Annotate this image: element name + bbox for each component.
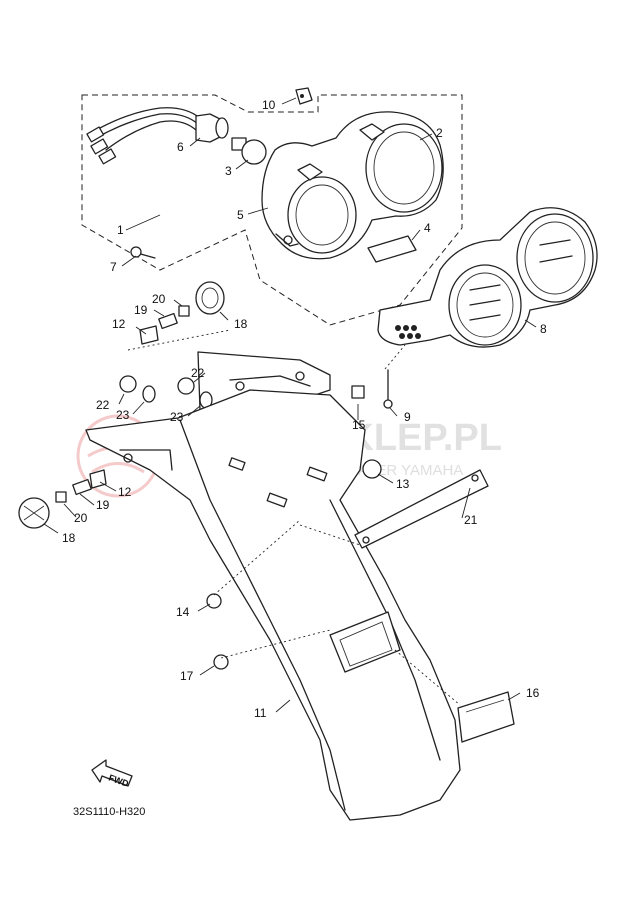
bolt-12-upper bbox=[139, 325, 159, 345]
outer-lens-cover bbox=[377, 207, 598, 348]
tail-light-housing bbox=[261, 111, 444, 260]
callout-3: 3 bbox=[225, 164, 232, 178]
connector-block bbox=[395, 325, 421, 339]
callout-18-lower: 18 bbox=[62, 531, 76, 545]
callout-10: 10 bbox=[262, 98, 276, 112]
callout-7: 7 bbox=[110, 260, 117, 274]
nut-20-upper bbox=[178, 305, 190, 317]
callout-19-upper: 19 bbox=[134, 303, 148, 317]
seal-pad bbox=[367, 235, 417, 263]
callout-23-left: 23 bbox=[116, 408, 130, 422]
callout-15: 15 bbox=[352, 418, 366, 432]
callout-20-upper: 20 bbox=[152, 292, 166, 306]
callout-12-upper: 12 bbox=[112, 317, 126, 331]
grommet-18-upper bbox=[195, 281, 225, 315]
callout-9: 9 bbox=[404, 410, 411, 424]
callout-17: 17 bbox=[180, 669, 194, 683]
callout-4: 4 bbox=[424, 221, 431, 235]
forward-arrow-icon: FWD bbox=[91, 759, 133, 789]
nut-17 bbox=[213, 654, 229, 670]
socket-harness bbox=[86, 107, 229, 165]
washer-23-left bbox=[142, 385, 156, 403]
callout-11: 11 bbox=[254, 706, 267, 720]
reflector-mount bbox=[329, 611, 401, 673]
nut-22-left bbox=[119, 375, 137, 393]
grommet-14 bbox=[206, 593, 222, 609]
collar-19-lower bbox=[72, 478, 92, 496]
leader-lines bbox=[43, 97, 537, 713]
bulb bbox=[231, 137, 267, 165]
screw-7 bbox=[130, 246, 156, 259]
callout-19-lower: 19 bbox=[96, 498, 110, 512]
assembly-lines bbox=[213, 344, 461, 706]
callout-6: 6 bbox=[177, 140, 184, 154]
callout-21: 21 bbox=[464, 513, 478, 527]
nut-13 bbox=[362, 459, 382, 479]
clip bbox=[295, 87, 313, 105]
callout-2: 2 bbox=[436, 126, 443, 140]
nut-22-right bbox=[177, 377, 195, 395]
callout-18-upper: 18 bbox=[234, 317, 248, 331]
clip-15 bbox=[351, 385, 365, 399]
callout-16: 16 bbox=[526, 686, 540, 700]
callout-12-lower: 12 bbox=[118, 485, 132, 499]
assembly-1-outline bbox=[81, 94, 463, 326]
callout-22-right: 22 bbox=[191, 366, 205, 380]
callout-1: 1 bbox=[117, 223, 124, 237]
callout-23-right: 23 bbox=[170, 410, 184, 424]
callout-14: 14 bbox=[176, 605, 190, 619]
callout-13: 13 bbox=[396, 477, 410, 491]
callout-5: 5 bbox=[237, 208, 244, 222]
collar-19-upper bbox=[158, 312, 178, 330]
callout-8: 8 bbox=[540, 322, 547, 336]
grommet-18-lower bbox=[18, 497, 50, 529]
bolt-12-lower bbox=[89, 469, 107, 489]
reflector bbox=[457, 691, 515, 743]
plate-bracket bbox=[354, 469, 489, 549]
callout-20-lower: 20 bbox=[74, 511, 88, 525]
nut-20-lower bbox=[55, 491, 67, 503]
diagram-code: 32S1110-H320 bbox=[73, 806, 145, 818]
callout-22-left: 22 bbox=[96, 398, 110, 412]
callout-labels: 1 2 3 4 5 6 7 8 9 10 11 12 12 13 14 15 1… bbox=[62, 98, 547, 720]
screw-9 bbox=[383, 369, 393, 409]
